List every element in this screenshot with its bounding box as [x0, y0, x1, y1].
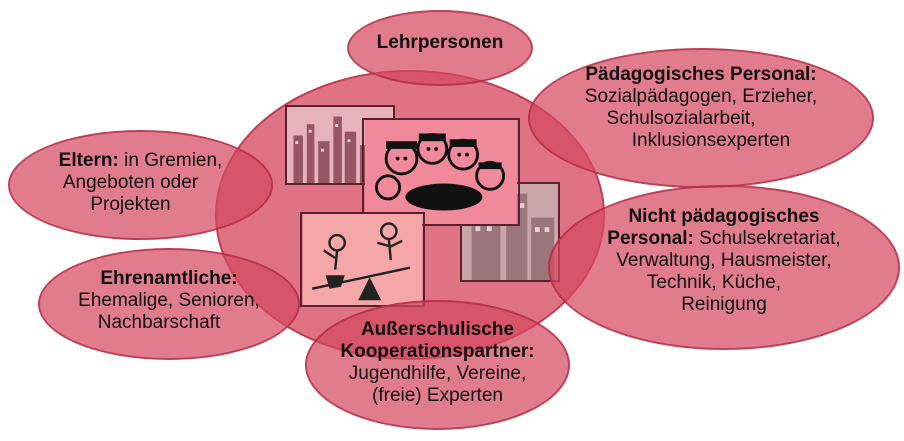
lehrpersonen-ellipse [347, 10, 533, 86]
nicht-paedagogisch-title-2: Personal: [607, 228, 694, 249]
eltern-line-1: Angeboten oder [62, 172, 199, 193]
nicht-paedagogisch-inline: Schulsekretariat, [693, 228, 841, 249]
paedagogisches-line-3: Inklusionsexperten [631, 130, 791, 151]
nicht-paedagogisch-line-0: Personal: Schulsekretariat, [548, 228, 900, 250]
eltern-line-2: Projekten [90, 194, 171, 215]
nicht-paedagogisch-line-1: Verwaltung, Hausmeister, [616, 250, 832, 271]
nicht-paedagogisch-line-3: Reinigung [681, 294, 767, 315]
eltern-inline: in Gremien, [118, 150, 223, 171]
nicht-paedagogisch-line-2: Technik, Küche, [646, 272, 782, 293]
paedagogisches-label: Pädagogisches Personal: Sozialpädagogen,… [528, 64, 874, 152]
lehrpersonen-label: Lehrpersonen [347, 32, 533, 54]
ehrenamtliche-line-1: Ehemalige, Senioren, [78, 290, 260, 311]
nicht-paedagogisch-label: Nicht pädagogisches Personal: Schulsekre… [548, 206, 900, 316]
eltern-label: Eltern: in Gremien, Angeboten oder Proje… [8, 150, 273, 216]
ausserschulische-title-2: Kooperationspartner: [340, 341, 535, 362]
ausserschulische-title-1: Außerschulische [360, 319, 515, 340]
nicht-paedagogisch-title-1: Nicht pädagogisches [628, 206, 820, 227]
paedagogisches-ellipse [528, 48, 874, 188]
paedagogisches-line-2: Schulsozialarbeit, [606, 108, 756, 129]
ausserschulische-label: Außerschulische Kooperationspartner: Jug… [305, 319, 570, 407]
ausserschulische-line-1: Jugendhilfe, Vereine, [348, 363, 527, 384]
ehrenamtliche-line-2: Nachbarschaft [97, 312, 221, 333]
eltern-ellipse [8, 130, 273, 240]
nicht-paedagogisch-ellipse [548, 185, 900, 350]
children-seesaw-image [300, 212, 425, 307]
lehrpersonen-title: Lehrpersonen [376, 32, 504, 53]
ehrenamtliche-title: Ehrenamtliche: [100, 268, 238, 289]
ehrenamtliche-label: Ehrenamtliche: Ehemalige, Senioren, Nach… [38, 268, 300, 334]
paedagogisches-line-1: Sozialpädagogen, Erzieher, [584, 86, 818, 107]
ehrenamtliche-ellipse [38, 248, 300, 360]
eltern-title: Eltern: [58, 150, 119, 171]
paedagogisches-title: Pädagogisches Personal: [585, 64, 817, 85]
eltern-line-0: Eltern: in Gremien, [8, 150, 273, 172]
children-group-image [362, 118, 520, 226]
ausserschulische-line-2: (freie) Experten [372, 385, 503, 406]
ausserschulische-ellipse [305, 300, 570, 430]
